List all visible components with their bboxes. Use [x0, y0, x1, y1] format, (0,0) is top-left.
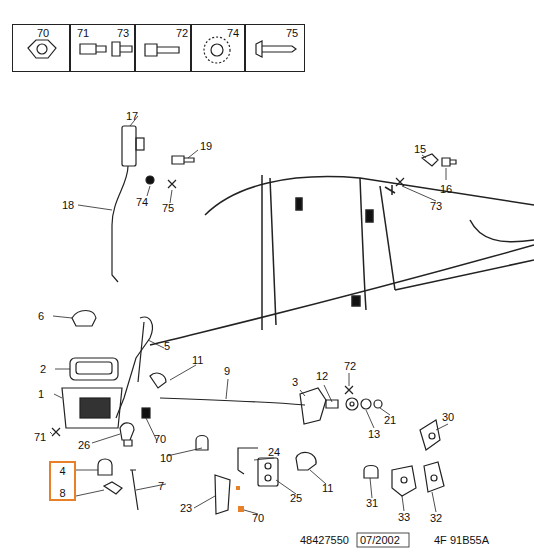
callout-number: 15	[414, 143, 426, 155]
callout-number: 70	[37, 27, 49, 39]
callout-number: 31	[366, 497, 378, 509]
callout-number: 26	[78, 439, 90, 451]
callout-number: 74	[227, 27, 239, 39]
callout-number: 72	[176, 27, 188, 39]
callout-number: 70	[252, 512, 264, 524]
leader-lines	[50, 116, 448, 514]
upper-lock	[112, 126, 456, 282]
callout-number: 7	[158, 480, 164, 492]
reference-code: 4F 91B55A	[434, 534, 489, 546]
fastener-box: 74	[190, 24, 245, 72]
fastener-box: 72	[135, 24, 192, 72]
callout-number: 21	[384, 414, 396, 426]
callout-number: 32	[430, 512, 442, 524]
lock-mechanism	[52, 386, 444, 496]
fastener-box: 70	[12, 24, 70, 72]
van-body	[150, 175, 534, 345]
callout-number: 17	[126, 110, 138, 122]
callout-number: 25	[290, 492, 302, 504]
callout-number: 3	[292, 376, 298, 388]
callout-number: 72	[344, 360, 356, 372]
callout-number: 13	[368, 428, 380, 440]
callout-number: 73	[117, 27, 129, 39]
reference-code: 07/2002	[360, 534, 400, 546]
callout-number: 75	[286, 27, 298, 39]
callout-number: 30	[442, 411, 454, 423]
fastener-icons	[28, 37, 296, 63]
callout-number: 11	[192, 354, 203, 366]
callout-number: 73	[430, 200, 442, 212]
callout-number: 33	[398, 511, 410, 523]
fastener-box: 75	[245, 24, 305, 72]
callout-number: 4	[59, 465, 65, 477]
callout-number: 24	[268, 446, 280, 458]
callout-number: 1	[38, 388, 44, 400]
callout-number: 9	[224, 365, 230, 377]
callout-number: 71	[77, 27, 89, 39]
callout-number: 70	[154, 433, 166, 445]
callout-number: 8	[59, 487, 65, 499]
callout-number: 5	[164, 340, 170, 352]
callout-number: 71	[34, 431, 46, 443]
callout-number: 2	[40, 363, 46, 375]
callout-number: 10	[160, 452, 172, 464]
callout-number: 16	[440, 183, 452, 195]
handle-assembly	[62, 311, 316, 515]
callout-number: 74	[136, 196, 148, 208]
fastener-box: 71 73	[70, 24, 135, 72]
callout-number: 18	[62, 199, 74, 211]
callout-number: 6	[38, 310, 44, 322]
callout-number: 75	[162, 202, 174, 214]
callout-number: 11	[322, 482, 333, 494]
reference-code: 48427550	[300, 534, 349, 546]
callout-number: 23	[180, 502, 192, 514]
callout-number: 12	[316, 370, 328, 382]
callout-number: 19	[200, 140, 212, 152]
date-box	[357, 533, 409, 547]
highlight-box: 48	[49, 461, 76, 501]
